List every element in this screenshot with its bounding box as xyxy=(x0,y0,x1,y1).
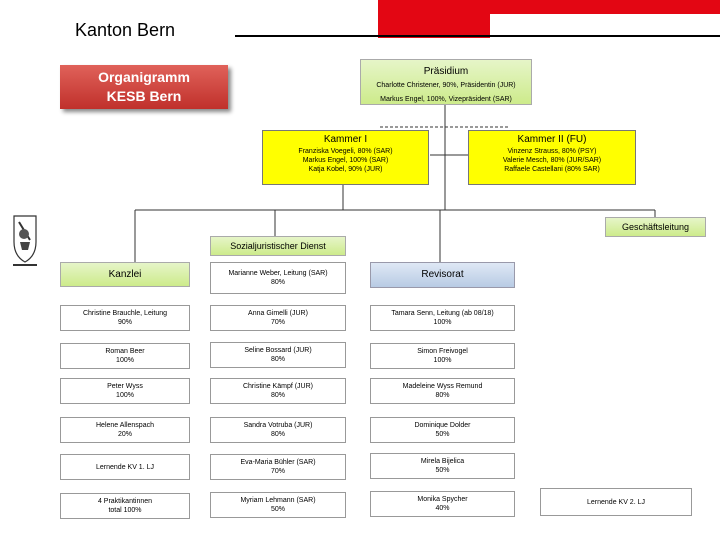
kanzlei-member: Lernende KV 1. LJ xyxy=(60,454,190,480)
kammer1-box: Kammer I Franziska Voegeli, 80% (SAR) Ma… xyxy=(262,130,429,185)
bern-coat-of-arms-icon xyxy=(13,215,37,266)
praesidium-title: Präsidium xyxy=(423,66,469,77)
kanzlei-member: Christine Brauchle, Leitung 90% xyxy=(60,305,190,331)
kammer2-member: Raffaele Castellani (80% SAR) xyxy=(504,166,600,173)
revisorat-box: Revisorat xyxy=(370,262,515,288)
member-name: Mirela Bijelica xyxy=(420,458,465,465)
kammer1-member: Franziska Voegeli, 80% (SAR) xyxy=(298,148,393,155)
member-name: Simon Freivogel xyxy=(417,348,468,355)
kammer1-member: Katja Kobel, 90% (JUR) xyxy=(308,166,383,173)
member-name: 4 Praktikantinnen xyxy=(97,498,153,505)
member-percent: 50% xyxy=(270,506,285,513)
kammer1-title: Kammer I xyxy=(323,134,368,145)
kanzlei-member: Helene Allenspach 20% xyxy=(60,417,190,443)
member-percent: 80% xyxy=(270,356,285,363)
member-percent: 80% xyxy=(435,392,450,399)
member-percent: 80% xyxy=(270,279,285,286)
kammer2-box: Kammer II (FU) Vinzenz Strauss, 80% (PSY… xyxy=(468,130,636,185)
geschaeftsleitung-box: Geschäftsleitung xyxy=(605,217,706,237)
member-percent: 100% xyxy=(433,357,452,364)
kanzlei-member: Peter Wyss 100% xyxy=(60,378,190,404)
member-percent: 80% xyxy=(270,431,285,438)
sjd-member: Marianne Weber, Leitung (SAR) 80% xyxy=(210,262,346,294)
sozialjuristischer-dienst-title: Sozialjuristischer Dienst xyxy=(230,241,326,251)
geschaeftsleitung-title: Geschäftsleitung xyxy=(621,222,690,232)
header-divider xyxy=(235,35,720,37)
kanzlei-title: Kanzlei xyxy=(108,269,142,280)
kammer2-title: Kammer II (FU) xyxy=(517,134,587,145)
revisorat-title: Revisorat xyxy=(421,269,464,280)
member-percent: 100% xyxy=(116,357,134,364)
member-percent: 90% xyxy=(117,319,132,326)
sjd-member: Seline Bossard (JUR) 80% xyxy=(210,342,346,368)
member-name: Peter Wyss xyxy=(107,383,143,390)
sjd-member: Eva-Maria Bühler (SAR) 70% xyxy=(210,454,346,480)
kammer2-member: Vinzenz Strauss, 80% (PSY) xyxy=(507,148,597,155)
header-accent-notch xyxy=(490,14,720,38)
member-name: Christine Brauchle, Leitung xyxy=(82,310,168,317)
member-percent: 20% xyxy=(117,431,132,438)
revisorat-member: Tamara Senn, Leitung (ab 08/18) 100% xyxy=(370,305,515,331)
praesidium-box: Präsidium Charlotte Christener, 90%, Prä… xyxy=(360,59,532,105)
revisorat-member: Monika Spycher 40% xyxy=(370,491,515,517)
sjd-member: Myriam Lehmann (SAR) 50% xyxy=(210,492,346,518)
sjd-member: Sandra Votruba (JUR) 80% xyxy=(210,417,346,443)
member-name: Sandra Votruba (JUR) xyxy=(243,422,313,429)
sjd-member: Anna Gimelli (JUR) 70% xyxy=(210,305,346,331)
member-percent: 100% xyxy=(116,392,134,399)
member-percent: total 100% xyxy=(108,507,142,514)
member-percent: 100% xyxy=(433,319,452,326)
kanzlei-member: Roman Beer 100% xyxy=(60,343,190,369)
member-name: Eva-Maria Bühler (SAR) xyxy=(240,459,316,466)
member-name: Marianne Weber, Leitung (SAR) xyxy=(228,270,328,277)
lernende-kv2-label: Lernende KV 2. LJ xyxy=(587,499,645,506)
org-title-line2: KESB Bern xyxy=(106,88,182,104)
member-name: Helene Allenspach xyxy=(96,422,154,429)
lernende-kv2-box: Lernende KV 2. LJ xyxy=(540,488,692,516)
kammer2-member: Valerie Mesch, 80% (JUR/SAR) xyxy=(502,157,602,164)
praesidium-member: Markus Engel, 100%, Vizepräsident (SAR) xyxy=(380,96,512,103)
member-name: Monika Spycher xyxy=(417,496,468,503)
member-name: Christine Kämpf (JUR) xyxy=(242,383,313,390)
member-name: Lernende KV 1. LJ xyxy=(96,464,154,471)
member-percent: 70% xyxy=(270,468,285,475)
kanzlei-member: 4 Praktikantinnen total 100% xyxy=(60,493,190,519)
member-percent: 50% xyxy=(435,467,450,474)
org-title-line1: Organigramm xyxy=(98,69,190,85)
organigramm-title-box: Organigramm KESB Bern xyxy=(60,65,228,109)
member-name: Madeleine Wyss Remund xyxy=(402,383,483,390)
page-title: Kanton Bern xyxy=(75,20,176,40)
member-name: Dominique Dolder xyxy=(414,422,471,429)
member-name: Myriam Lehmann (SAR) xyxy=(240,497,316,504)
member-name: Roman Beer xyxy=(105,348,145,355)
kanzlei-box: Kanzlei xyxy=(60,262,190,287)
member-name: Tamara Senn, Leitung (ab 08/18) xyxy=(391,310,494,317)
member-name: Anna Gimelli (JUR) xyxy=(248,310,308,317)
praesidium-member: Charlotte Christener, 90%, Präsidentin (… xyxy=(376,82,516,89)
sjd-member: Christine Kämpf (JUR) 80% xyxy=(210,378,346,404)
kammer1-member: Markus Engel, 100% (SAR) xyxy=(302,157,389,164)
member-percent: 70% xyxy=(270,319,285,326)
revisorat-member: Madeleine Wyss Remund 80% xyxy=(370,378,515,404)
sozialjuristischer-dienst-box: Sozialjuristischer Dienst xyxy=(210,236,346,256)
revisorat-member: Dominique Dolder 50% xyxy=(370,417,515,443)
member-percent: 50% xyxy=(435,431,450,438)
revisorat-member: Mirela Bijelica 50% xyxy=(370,453,515,479)
member-percent: 80% xyxy=(270,392,285,399)
member-name: Seline Bossard (JUR) xyxy=(244,347,312,354)
member-percent: 40% xyxy=(435,505,450,512)
revisorat-member: Simon Freivogel 100% xyxy=(370,343,515,369)
